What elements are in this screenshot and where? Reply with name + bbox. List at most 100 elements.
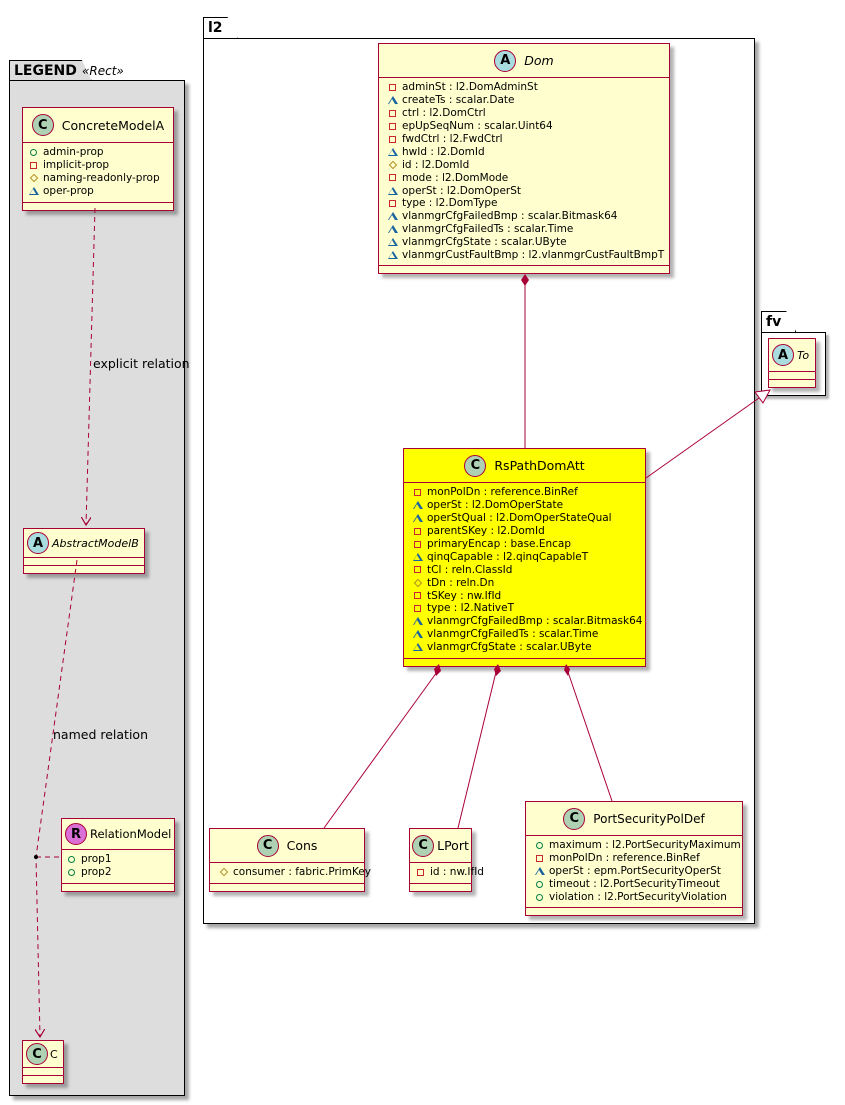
attribute-text: fwdCtrl : l2.FwdCtrl <box>402 133 503 145</box>
private-icon <box>415 869 426 876</box>
attribute: operSt : l2.DomOperSt <box>387 184 663 197</box>
attribute-list: id : nw.IfId <box>410 863 484 884</box>
attribute-text: qinqCapable : l2.qinqCapableT <box>427 550 589 563</box>
private-icon <box>412 605 423 612</box>
attribute: monPolDn : reference.BinRef <box>534 852 736 865</box>
private-icon <box>412 541 423 548</box>
attribute: tCl : reln.ClassId <box>412 563 639 576</box>
class-abstract-model-b[interactable]: A AbstractModelB <box>23 528 145 574</box>
attribute: prop2 <box>66 866 168 879</box>
package-icon <box>387 212 398 220</box>
private-icon <box>387 174 398 181</box>
attribute: id : l2.DomId <box>387 158 663 171</box>
class-cons[interactable]: C Cons consumer : fabric.PrimKey <box>209 828 371 892</box>
attribute: ctrl : l2.DomCtrl <box>387 107 663 120</box>
private-icon <box>412 528 423 535</box>
attribute: adminSt : l2.DomAdminSt <box>387 81 663 94</box>
class-name: PortSecurityPolDef <box>593 811 705 826</box>
attribute-text: vlanmgrCfgFailedTs : scalar.Time <box>402 223 574 236</box>
attribute-text: type : l2.NativeT <box>427 602 515 615</box>
protected-icon <box>387 162 398 168</box>
attribute: naming-readonly-prop <box>28 172 167 185</box>
abstract-a-icon: A <box>27 532 49 554</box>
class-to[interactable]: A To <box>768 338 816 388</box>
attribute: fwdCtrl : l2.FwdCtrl <box>387 133 663 146</box>
attribute-text: tSKey : nw.IfId <box>427 589 502 602</box>
package-icon <box>387 96 398 104</box>
attribute-text: type : l2.DomType <box>402 197 498 210</box>
package-icon <box>387 238 398 246</box>
named-relation-label: named relation <box>53 727 148 742</box>
abstract-a-icon: A <box>494 49 517 72</box>
package-icon <box>387 251 398 259</box>
attribute-text: tDn : reln.Dn <box>427 576 495 589</box>
attribute: monPolDn : reference.BinRef <box>412 486 639 499</box>
class-c-icon: C <box>464 454 487 477</box>
package-icon <box>534 867 545 875</box>
attribute: vlanmgrCfgState : scalar.UByte <box>387 236 663 249</box>
attribute-text: monPolDn : reference.BinRef <box>427 486 578 499</box>
protected-icon <box>28 175 39 181</box>
attribute-text: createTs : scalar.Date <box>402 94 515 107</box>
class-c[interactable]: C C <box>22 1040 64 1084</box>
package-icon <box>412 617 423 625</box>
attribute: operStQual : l2.DomOperStateQual <box>412 512 639 525</box>
attribute-text: parentSKey : l2.DomId <box>427 525 545 538</box>
attribute-text: violation : l2.PortSecurityViolation <box>549 891 727 903</box>
attribute-text: vlanmgrCfgState : scalar.UByte <box>427 641 592 654</box>
attribute-text: vlanmgrCfgFailedBmp : scalar.Bitmask64 <box>402 210 618 223</box>
attribute: type : l2.NativeT <box>412 602 639 615</box>
attribute-text: vlanmgrCfgFailedBmp : scalar.Bitmask64 <box>427 615 643 628</box>
package-icon <box>387 187 398 195</box>
public-icon <box>66 856 77 863</box>
attribute-text: vlanmgrCfgFailedTs : scalar.Time <box>427 628 599 641</box>
public-icon <box>28 149 39 156</box>
class-header: A To <box>769 339 815 372</box>
class-name: LPort <box>437 838 469 853</box>
attribute: parentSKey : l2.DomId <box>412 525 639 538</box>
private-icon <box>412 489 423 496</box>
private-icon <box>412 566 423 573</box>
class-header: C Cons <box>210 829 364 863</box>
attribute-text: operStQual : l2.DomOperStateQual <box>427 512 612 525</box>
protected-icon <box>218 869 229 875</box>
attribute: vlanmgrCfgFailedBmp : scalar.Bitmask64 <box>387 210 663 223</box>
relation-r-icon: R <box>65 823 87 845</box>
attribute: consumer : fabric.PrimKey <box>218 866 371 879</box>
class-name: To <box>797 348 810 362</box>
package-icon <box>387 225 398 233</box>
attribute: type : l2.DomType <box>387 197 663 210</box>
class-header: C ConcreteModelA <box>23 108 173 143</box>
package-icon <box>412 501 423 509</box>
attribute-text: vlanmgrCfgState : scalar.UByte <box>402 236 567 249</box>
class-concrete-model-a[interactable]: C ConcreteModelA admin-prop implicit-pro… <box>22 107 174 211</box>
attribute: createTs : scalar.Date <box>387 94 663 107</box>
class-name: RsPathDomAtt <box>494 458 585 473</box>
attribute-text: operSt : l2.DomOperState <box>427 499 564 512</box>
class-portsecuritypoldef[interactable]: C PortSecurityPolDef maximum : l2.PortSe… <box>525 801 743 917</box>
class-name: Cons <box>286 838 318 853</box>
class-lport[interactable]: C LPort id : nw.IfId <box>409 828 484 892</box>
class-header: A Dom <box>379 44 669 78</box>
class-relation-model[interactable]: R RelationModel prop1 prop2 <box>61 818 175 892</box>
abstract-a-icon: A <box>772 344 794 366</box>
attribute: vlanmgrCustFaultBmp : l2.vlanmgrCustFaul… <box>387 249 664 262</box>
attribute-text: tCl : reln.ClassId <box>427 563 513 576</box>
class-header: C LPort <box>410 829 471 863</box>
package-icon <box>412 643 423 651</box>
attribute: operSt : epm.PortSecurityOperSt <box>534 865 736 878</box>
attribute-text: operSt : l2.DomOperSt <box>402 184 522 197</box>
attribute: violation : l2.PortSecurityViolation <box>534 891 736 904</box>
attribute-text: ctrl : l2.DomCtrl <box>402 107 486 120</box>
legend-package <box>9 80 185 1096</box>
attribute: timeout : l2.PortSecurityTimeout <box>534 878 736 891</box>
legend-stereotype: «Rect» <box>82 64 124 78</box>
attribute: hwId : l2.DomId <box>387 145 663 158</box>
public-icon <box>66 869 77 876</box>
class-rspathdomatt[interactable]: C RsPathDomAtt monPolDn : reference.BinR… <box>403 448 646 667</box>
class-name: RelationModel <box>90 827 172 841</box>
